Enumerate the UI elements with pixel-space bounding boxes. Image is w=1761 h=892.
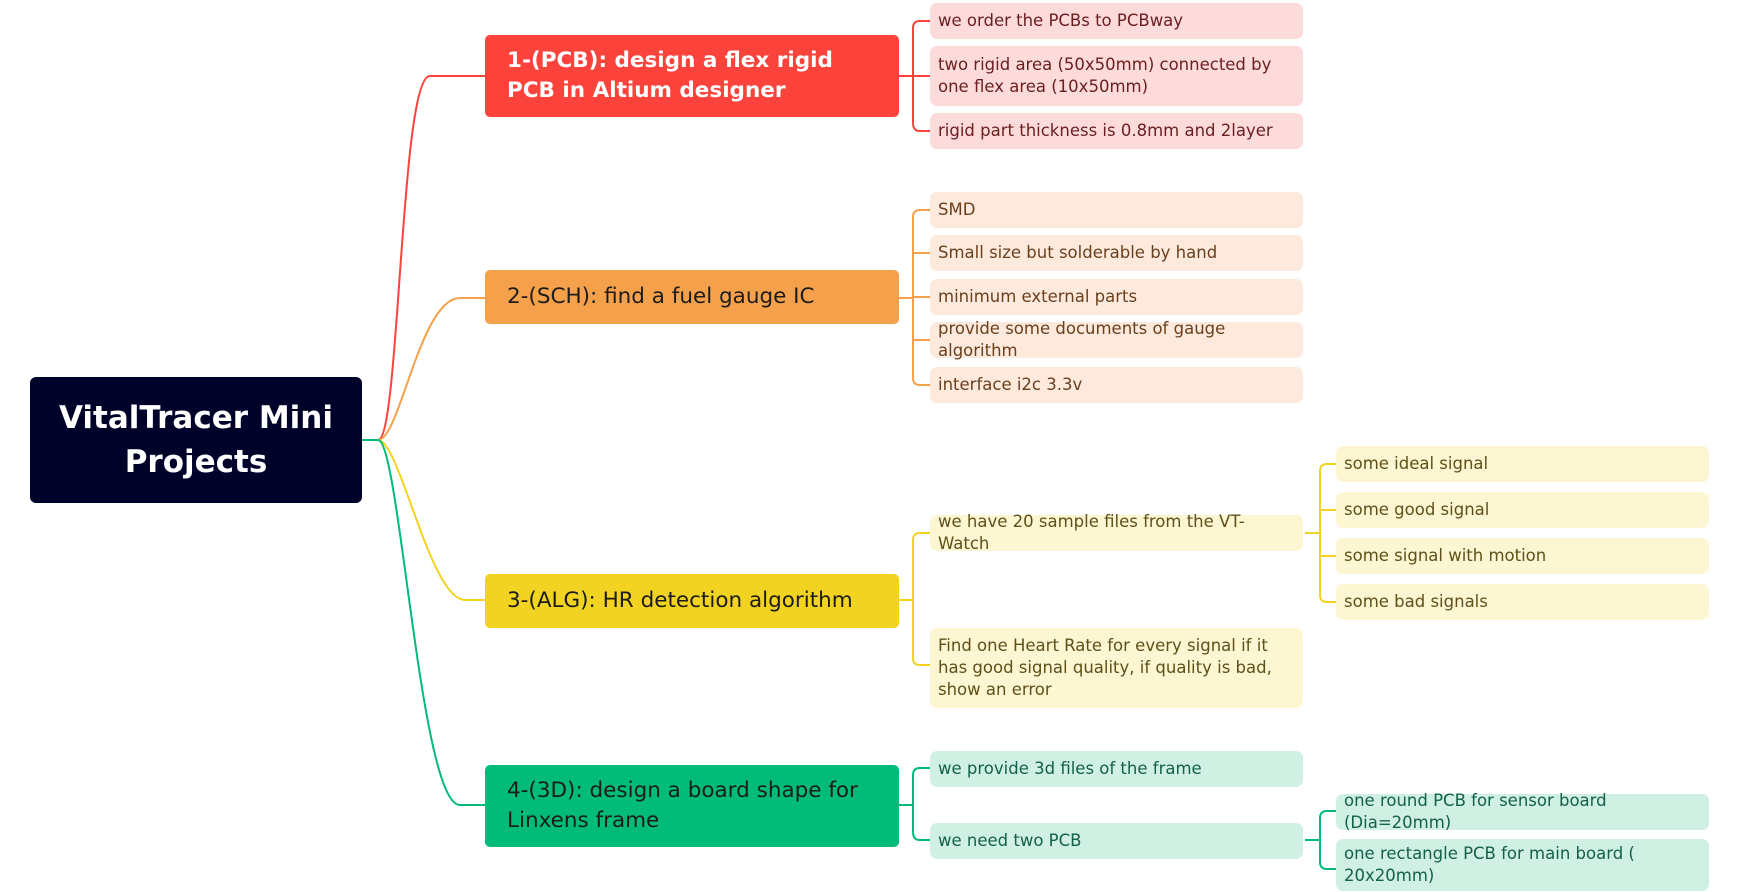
subleaf-node[interactable]: one rectangle PCB for main board ( 20x20… [1336,839,1709,891]
leaf-label: we order the PCBs to PCBway [938,11,1184,30]
leaf-node[interactable]: Small size but solderable by hand [930,235,1303,271]
subleaf-node[interactable]: some good signal [1336,492,1709,528]
branch-pcb[interactable]: 1-(PCB): design a flex rigid PCB in Alti… [485,35,899,117]
branch-label: 3-(ALG): HR detection algorithm [507,588,853,613]
leaf-node[interactable]: we provide 3d files of the frame [930,751,1303,787]
branch-label: 2-(SCH): find a fuel gauge IC [507,284,815,309]
leaf-node[interactable]: Find one Heart Rate for every signal if … [930,628,1303,708]
leaf-label: we need two PCB [938,831,1082,850]
leaf-label: provide some documents of gauge algorith… [938,319,1226,360]
leaf-node[interactable]: SMD [930,192,1303,228]
branch-label: 1-(PCB): design a flex rigid PCB in Alti… [507,48,833,103]
root-node[interactable]: VitalTracer Mini Projects [30,377,362,503]
leaf-label: Small size but solderable by hand [938,243,1218,262]
leaf-label: rigid part thickness is 0.8mm and 2layer [938,121,1273,140]
leaf-label: one rectangle PCB for main board ( 20x20… [1344,844,1635,885]
leaf-node[interactable]: we order the PCBs to PCBway [930,3,1303,39]
subleaf-node[interactable]: one round PCB for sensor board (Dia=20mm… [1336,791,1709,832]
branch-3d[interactable]: 4-(3D): design a board shape for Linxens… [485,765,899,847]
leaf-node[interactable]: we need two PCB [930,823,1303,859]
leaf-label: some ideal signal [1344,454,1489,473]
leaf-label: we have 20 sample files from the VT-Watc… [938,512,1245,553]
branch-label: 4-(3D): design a board shape for Linxens… [507,778,858,833]
leaf-label: one round PCB for sensor board (Dia=20mm… [1344,791,1607,832]
subleaf-node[interactable]: some signal with motion [1336,538,1709,574]
branch-alg[interactable]: 3-(ALG): HR detection algorithm [485,574,899,628]
leaf-label: SMD [938,200,976,219]
leaf-node[interactable]: interface i2c 3.3v [930,367,1303,403]
leaf-node[interactable]: provide some documents of gauge algorith… [930,319,1303,360]
leaf-label: interface i2c 3.3v [938,375,1083,394]
leaf-node[interactable]: rigid part thickness is 0.8mm and 2layer [930,113,1303,149]
subleaf-node[interactable]: some bad signals [1336,584,1709,620]
leaf-label: some good signal [1344,500,1490,519]
leaf-node[interactable]: minimum external parts [930,279,1303,315]
root-title: VitalTracer Mini Projects [58,400,334,480]
leaf-label: two rigid area (50x50mm) connected by on… [938,55,1272,96]
leaf-label: some signal with motion [1344,546,1547,565]
leaf-label: minimum external parts [938,287,1138,306]
subleaf-node[interactable]: some ideal signal [1336,446,1709,482]
leaf-label: Find one Heart Rate for every signal if … [938,636,1272,699]
leaf-node[interactable]: two rigid area (50x50mm) connected by on… [930,46,1303,106]
leaf-node[interactable]: we have 20 sample files from the VT-Watc… [930,512,1303,553]
leaf-label: we provide 3d files of the frame [938,759,1202,778]
leaf-label: some bad signals [1344,592,1488,611]
branch-sch[interactable]: 2-(SCH): find a fuel gauge IC [485,270,899,324]
